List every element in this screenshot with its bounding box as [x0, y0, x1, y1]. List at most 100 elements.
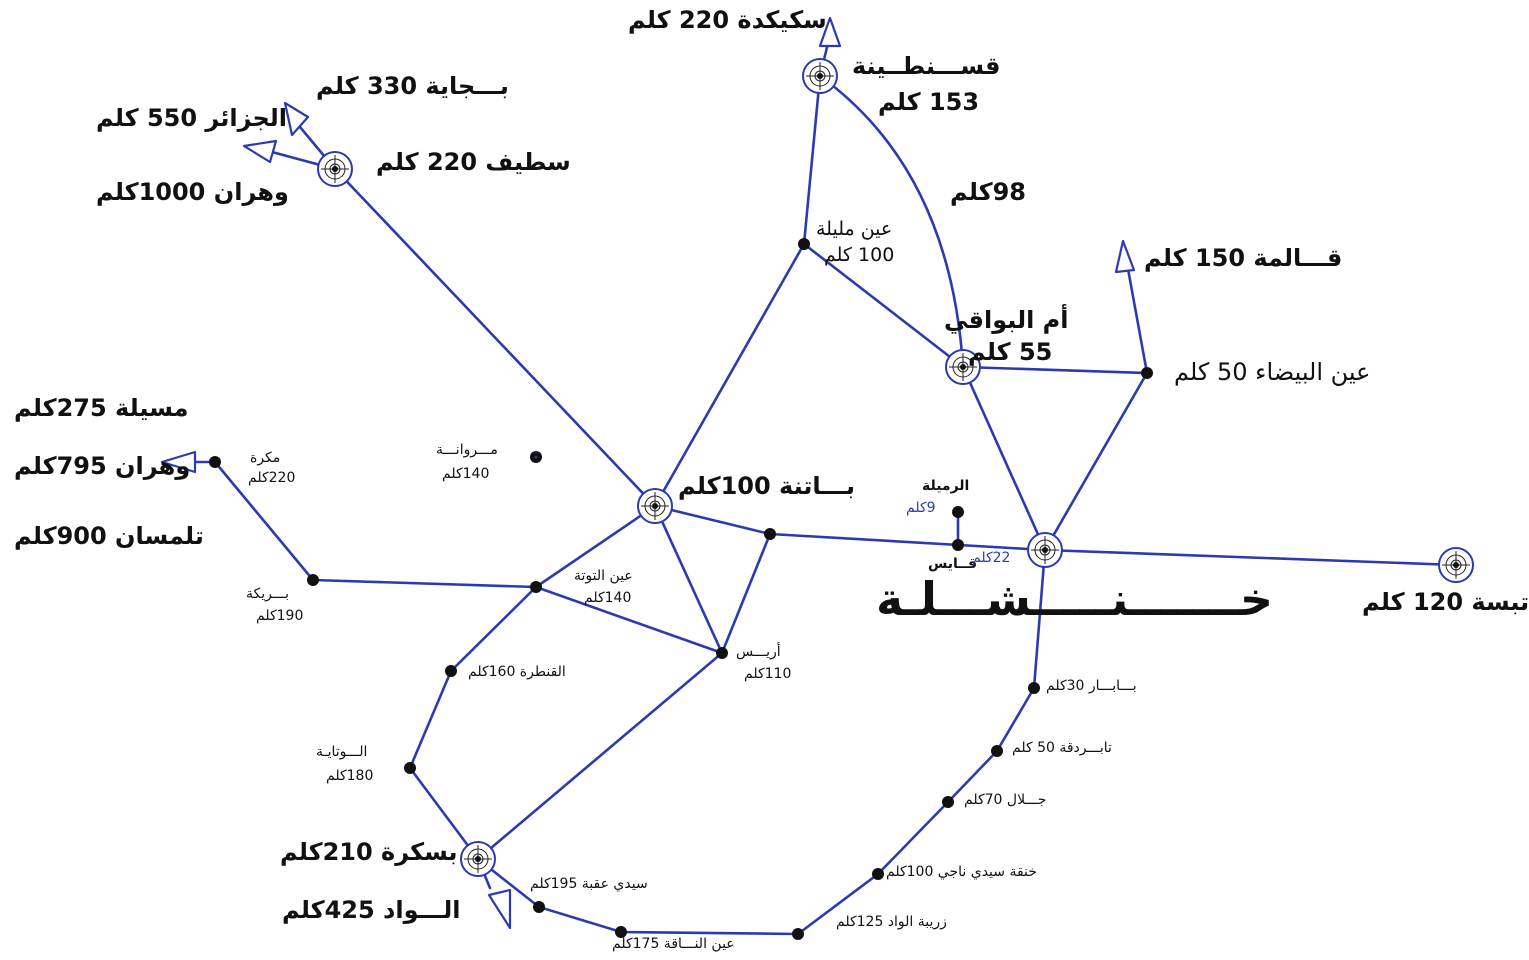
- label-biskra: بسكرة 210كلم: [280, 838, 458, 866]
- label-barika-name: بـــريكة: [246, 586, 290, 602]
- road-ainmlila-oum: [802, 242, 965, 369]
- road-khenchela-tebessa: [1043, 548, 1458, 567]
- label-tlemcen: تلمسان 900كلم: [14, 522, 204, 550]
- label-bejaia: بـــجاية 330 كلم: [316, 72, 509, 100]
- junction-dot: [764, 528, 776, 540]
- road-constantine-oum: [818, 74, 965, 369]
- label-msila: مسيلة 275كلم: [14, 394, 189, 422]
- road-oum-ainbeida: [961, 365, 1149, 375]
- label-rmila: الرميلة: [922, 478, 970, 494]
- label-ainmlila-km: 100 كلم: [824, 244, 895, 266]
- label-setif: سطيف 220 كلم: [376, 148, 571, 176]
- label-constantine-name: قســـنطــينة: [852, 52, 1001, 80]
- road-batna-junction: [653, 504, 772, 536]
- arrow-oran-north: [242, 139, 278, 164]
- label-kais-km: 22كلم: [972, 550, 1011, 566]
- road-outaya-biskra: [408, 766, 480, 861]
- constantine-marker: [802, 58, 838, 94]
- label-skikda: سكيكدة 220 كلم: [628, 6, 827, 34]
- road-setif-batna: [333, 167, 657, 508]
- label-mekra-name: مكرة: [250, 450, 281, 466]
- ainbeida-dot: [1141, 367, 1153, 379]
- label-ainnaga: عين النـــاقة 175كلم: [612, 936, 735, 952]
- road-junction-arris: [720, 532, 772, 655]
- oum-marker: [945, 349, 981, 385]
- label-arris-km: 110كلم: [744, 666, 792, 682]
- outaya-dot: [404, 762, 416, 774]
- label-guelma: قـــالمة 150 كلم: [1144, 244, 1343, 272]
- kais-dot: [952, 539, 964, 551]
- label-tebessa: تبسة 120 كلم: [1362, 588, 1529, 616]
- tebessa-marker: [1438, 547, 1474, 583]
- setif-marker: [317, 151, 353, 187]
- label-98: 98كلم: [950, 178, 1026, 206]
- arrow-skikda: [818, 16, 842, 48]
- label-kantara: القنطرة 160كلم: [468, 664, 566, 680]
- khenguet-dot: [872, 868, 884, 880]
- label-aintouta-km: 140كلم: [584, 590, 632, 606]
- direction-arrows: [160, 16, 1136, 930]
- label-aintouta-name: عين التوتة: [574, 568, 633, 584]
- road-batna-ainttouta: [534, 504, 657, 589]
- label-merouana-km: 140كلم: [442, 466, 490, 482]
- zeribet-dot: [792, 928, 804, 940]
- label-tabardga: تابـــردقة 50 كلم: [1012, 740, 1112, 756]
- djellal-dot: [942, 796, 954, 808]
- biskra-marker: [460, 841, 496, 877]
- label-oran-north: وهران 1000كلم: [96, 178, 289, 206]
- road-barika-aintouta: [311, 578, 538, 589]
- babar-dot: [1028, 682, 1040, 694]
- label-arris-name: أريـــس: [736, 644, 781, 660]
- label-djellal: جـــلال 70كلم: [964, 792, 1047, 808]
- label-khenguet: خنقة سيدي ناجي 100كلم: [886, 864, 1037, 880]
- mekra-dot: [209, 456, 221, 468]
- road-aintouta-arris: [534, 585, 724, 655]
- label-ainmlila-name: عين مليلة: [816, 218, 893, 240]
- label-outaya-km: 180كلم: [326, 768, 374, 784]
- batna-marker: [637, 488, 673, 524]
- road-oum-khenchela: [961, 365, 1047, 552]
- label-eloued: الـــواد 425كلم: [282, 896, 461, 924]
- kantara-dot: [445, 665, 457, 677]
- label-rmila-km: 9كلم: [906, 500, 936, 516]
- road-kantara-outaya: [408, 669, 453, 770]
- khenchela-marker: [1027, 532, 1063, 568]
- road-batna-arris: [653, 504, 724, 655]
- road-junction-khenchela: [768, 532, 1047, 552]
- label-babar: بـــابـــار 30كلم: [1046, 678, 1137, 694]
- road-arris-biskra: [476, 651, 724, 861]
- label-kais: قــايس: [928, 556, 978, 572]
- label-batna: بـــاتنة 100كلم: [678, 472, 856, 500]
- label-ainbeida: عين البيضاء 50 كلم: [1174, 358, 1371, 386]
- barika-dot: [307, 574, 319, 586]
- sidiokba-dot: [533, 901, 545, 913]
- town-dots: [209, 238, 1153, 940]
- road-ainmlila-batna: [653, 242, 806, 508]
- label-barika-km: 190كلم: [256, 608, 304, 624]
- rmila-dot: [952, 506, 964, 518]
- label-constantine-km: 153 كلم: [878, 88, 980, 116]
- label-oran-west: وهران 795كلم: [14, 452, 191, 480]
- arrow-eloued: [487, 888, 512, 930]
- ainmlila-dot: [798, 238, 810, 250]
- tabardga-dot: [991, 745, 1003, 757]
- label-zeribet: زريبة الواد 125كلم: [836, 914, 947, 930]
- label-oum-km: 55 كلم: [968, 338, 1053, 366]
- arrow-alger: [283, 101, 310, 137]
- road-mekra-barika: [213, 460, 315, 582]
- ainnaga-dot: [615, 926, 627, 938]
- label-merouana-name: مـــروانـــة: [436, 442, 498, 458]
- label-oum-name: أم البواقي: [944, 306, 1069, 334]
- label-sidiokba: سيدي عقبة 195كلم: [530, 876, 648, 892]
- road-aintouta-kantara: [449, 585, 538, 673]
- road-constantine-ainmlila: [802, 74, 822, 246]
- arrow-oran-west: [160, 450, 197, 474]
- arrow-guelma: [1114, 239, 1136, 274]
- khenchela-title: خـــــــنـــــشـــلـة: [876, 572, 1273, 626]
- aintouta-dot: [530, 581, 542, 593]
- road-ainbeida-guelma: [1124, 256, 1149, 375]
- label-outaya-name: الـــوتايـة: [316, 744, 368, 760]
- arris-dot: [716, 647, 728, 659]
- label-mekra-km: 220كلم: [248, 470, 296, 486]
